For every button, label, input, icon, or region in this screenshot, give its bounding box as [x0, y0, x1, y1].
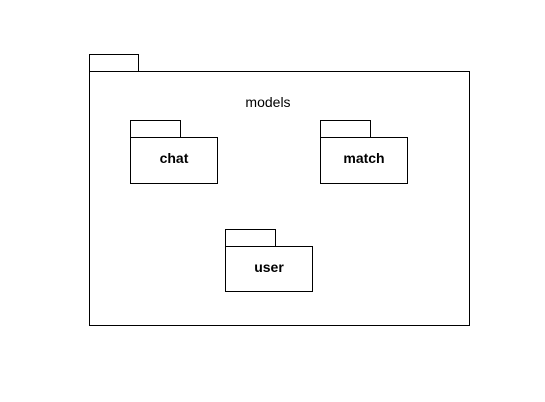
package-models-label: models [245, 94, 290, 110]
package-user-body [225, 246, 313, 292]
package-chat[interactable]: chat [130, 120, 218, 184]
package-chat-label: chat [160, 150, 189, 166]
package-match[interactable]: match [320, 120, 408, 184]
package-chat-tab [130, 120, 181, 138]
package-match-label: match [343, 150, 384, 166]
package-user-label: user [254, 259, 284, 275]
package-match-tab [320, 120, 371, 138]
package-chat-body [130, 137, 218, 184]
package-user[interactable]: user [225, 229, 313, 292]
package-user-tab [225, 229, 276, 247]
package-match-body [320, 137, 408, 184]
package-models-tab [89, 54, 139, 72]
